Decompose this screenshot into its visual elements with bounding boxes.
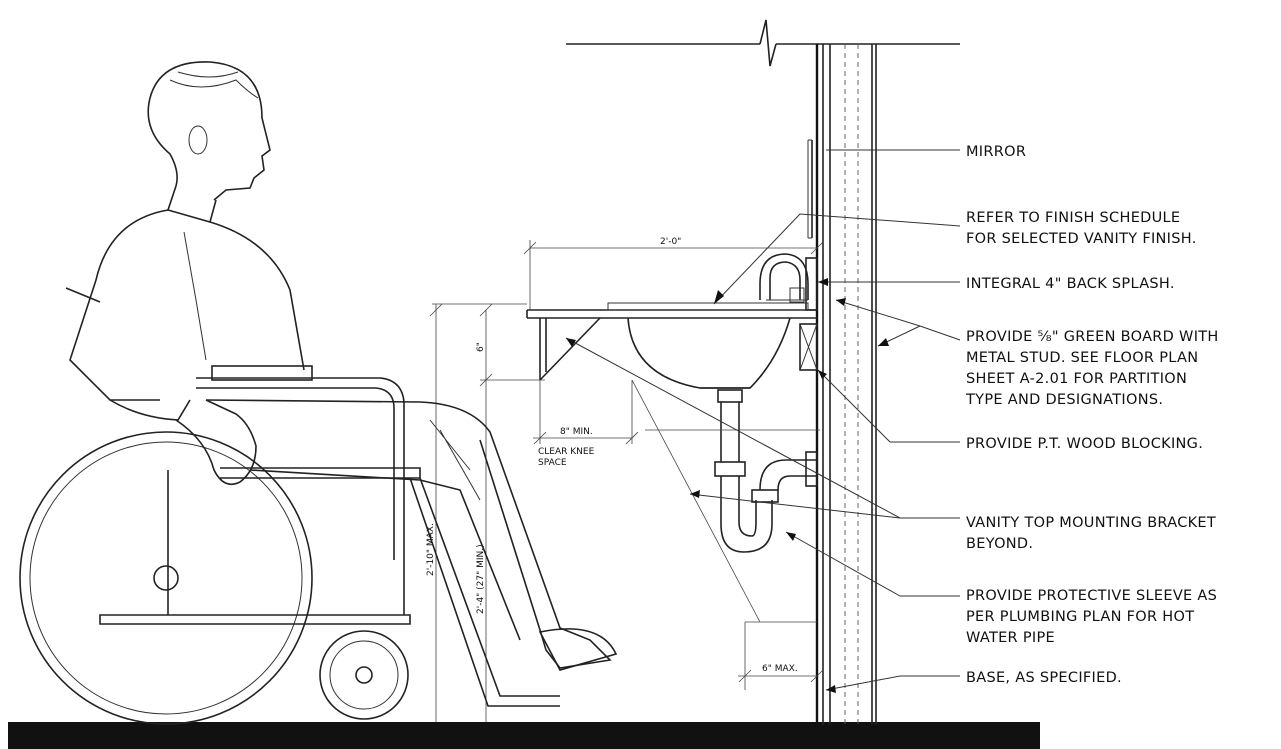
note-bracket-line-1: VANITY TOP MOUNTING BRACKET xyxy=(966,515,1216,531)
floor-slab xyxy=(8,722,1040,749)
note-sleeve-line-2: PER PLUMBING PLAN FOR HOT xyxy=(966,609,1194,625)
note-base: BASE, AS SPECIFIED. xyxy=(966,670,1122,686)
mirror xyxy=(807,139,813,239)
note-green-board-line-4: TYPE AND DESIGNATIONS. xyxy=(965,392,1163,408)
note-finish-line-2: FOR SELECTED VANITY FINISH. xyxy=(966,231,1197,247)
note-leaders xyxy=(565,149,961,693)
note-back-splash: INTEGRAL 4" BACK SPLASH. xyxy=(966,276,1175,292)
note-mirror: MIRROR xyxy=(966,144,1026,160)
knee-clearance-lines xyxy=(631,379,820,690)
person-seated xyxy=(69,61,618,671)
wheelchair xyxy=(19,287,560,725)
note-finish-line-1: REFER TO FINISH SCHEDULE xyxy=(966,210,1180,226)
dim-knee-height: 2'-4" (27" MIN.) xyxy=(476,544,486,614)
dim-knee-depth: 8" MIN. xyxy=(560,427,593,437)
note-green-board-line-3: SHEET A-2.01 FOR PARTITION xyxy=(966,371,1187,387)
note-bracket-line-2: BEYOND. xyxy=(966,536,1033,552)
note-wood-blocking: PROVIDE P.T. WOOD BLOCKING. xyxy=(966,436,1203,452)
dim-height-max: 2'-10" MAX. xyxy=(426,523,436,576)
note-green-board-line-1: PROVIDE ⅝" GREEN BOARD WITH xyxy=(966,329,1219,345)
dim-toe-max: 6" MAX. xyxy=(762,664,798,674)
dim-top-thickness: 6" xyxy=(476,342,486,352)
dim-vanity-width: 2'-0" xyxy=(660,237,681,247)
vanity xyxy=(526,253,818,389)
note-green-board-line-2: METAL STUD. SEE FLOOR PLAN xyxy=(966,350,1198,366)
partition-wall xyxy=(566,19,960,725)
dim-knee-label-1: CLEAR KNEE xyxy=(538,447,595,457)
dimension-lines xyxy=(429,240,824,722)
note-sleeve-line-3: WATER PIPE xyxy=(966,630,1055,646)
note-sleeve-line-1: PROVIDE PROTECTIVE SLEEVE AS xyxy=(966,588,1217,604)
drain-p-trap xyxy=(714,389,818,553)
dim-knee-label-2: SPACE xyxy=(538,458,567,468)
